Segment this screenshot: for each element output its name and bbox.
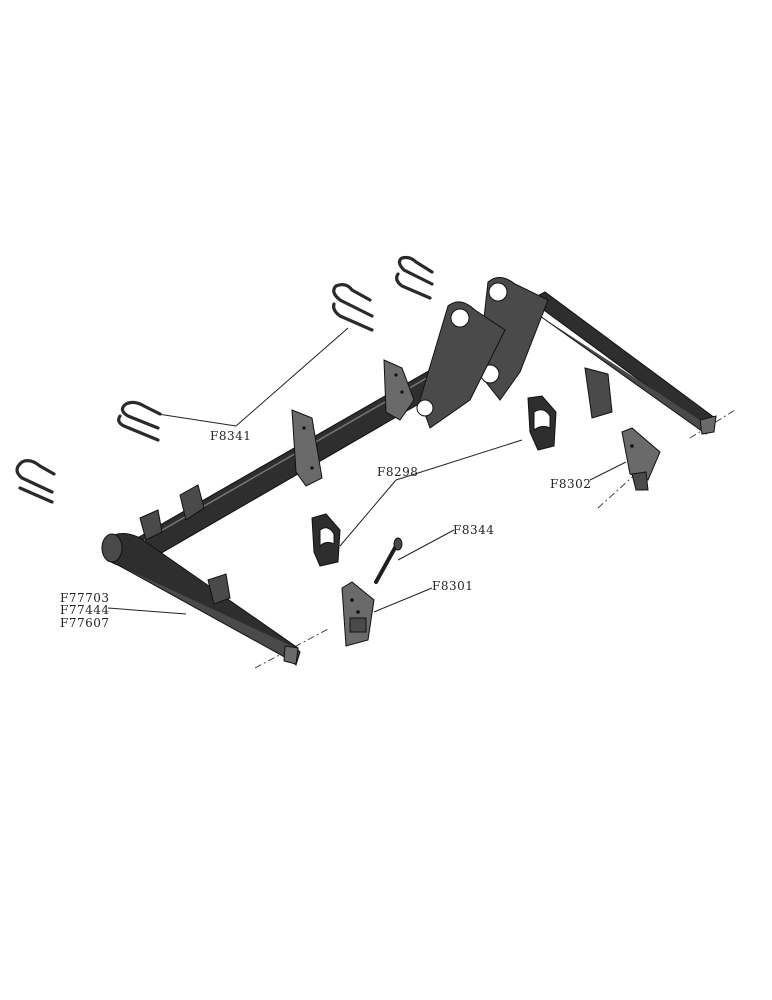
u-bolt-3 bbox=[332, 283, 374, 332]
tube-mount-plates bbox=[139, 359, 613, 605]
clamp-block-group bbox=[311, 395, 557, 567]
clamp-block-1 bbox=[311, 513, 341, 567]
label-left-bracket: F8301 bbox=[432, 579, 473, 593]
clamp-block-2 bbox=[527, 395, 557, 451]
label-right-bracket: F8302 bbox=[550, 477, 591, 491]
label-pin: F8344 bbox=[453, 523, 494, 537]
left-arm bbox=[101, 533, 301, 666]
u-bolt-1 bbox=[15, 459, 56, 504]
right-bracket bbox=[621, 427, 661, 491]
label-u-bolt: F8341 bbox=[210, 429, 251, 443]
u-bolt-group bbox=[15, 255, 434, 504]
leader-lines bbox=[107, 327, 627, 615]
right-arm bbox=[529, 291, 717, 435]
hitch-plates bbox=[416, 277, 549, 429]
label-arm-3: F77607 bbox=[60, 616, 110, 630]
part-labels: F8341 F8298 F8302 F8344 F8301 F77703 F77… bbox=[60, 429, 591, 630]
label-arm-2: F77444 bbox=[60, 603, 110, 617]
label-clamp-block: F8298 bbox=[377, 465, 418, 479]
label-arm-1: F77703 bbox=[60, 591, 110, 605]
u-bolt-4 bbox=[395, 255, 434, 300]
pin bbox=[374, 537, 403, 584]
left-bracket bbox=[341, 581, 375, 647]
u-bolt-2 bbox=[117, 400, 162, 442]
